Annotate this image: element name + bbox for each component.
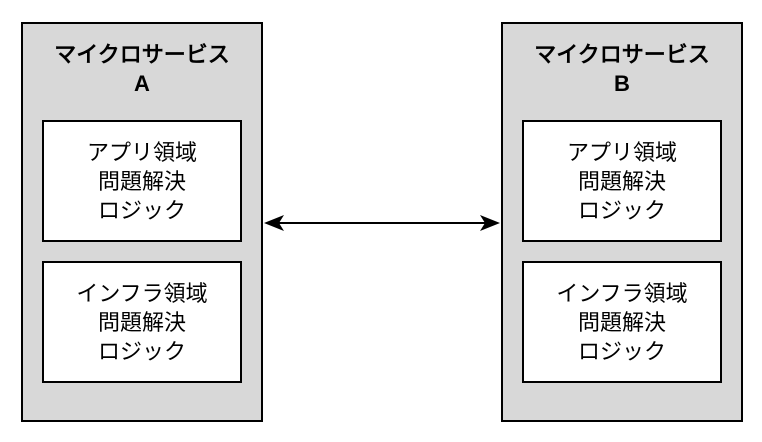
block-text-line: 問題解決 xyxy=(577,309,666,335)
arrowhead-left xyxy=(264,215,284,231)
service-a-title: マイクロサービス A xyxy=(23,40,261,98)
service-b-app-logic-block: アプリ領域 問題解決 ロジック xyxy=(522,120,722,242)
service-a-app-logic-block: アプリ領域 問題解決 ロジック xyxy=(42,120,242,242)
service-a-title-line2: A xyxy=(134,71,150,96)
service-b-infra-logic-block: インフラ領域 問題解決 ロジック xyxy=(522,261,722,383)
service-a-infra-logic-block: インフラ領域 問題解決 ロジック xyxy=(42,261,242,383)
block-text-line: 問題解決 xyxy=(97,309,186,335)
block-text-line: ロジック xyxy=(577,338,666,364)
service-b-title-line2: B xyxy=(614,71,630,96)
service-a-title-line1: マイクロサービス xyxy=(54,42,230,67)
block-text-line: ロジック xyxy=(97,197,186,223)
block-text-line: ロジック xyxy=(577,197,666,223)
service-b-title: マイクロサービス B xyxy=(503,40,741,98)
block-text-line: 問題解決 xyxy=(97,168,186,194)
block-text-line: インフラ領域 xyxy=(556,280,688,306)
block-text-line: アプリ領域 xyxy=(566,139,677,165)
service-box-b: マイクロサービス B アプリ領域 問題解決 ロジック インフラ領域 問題解決 ロ… xyxy=(501,22,743,422)
block-text-line: インフラ領域 xyxy=(76,280,208,306)
block-text-line: アプリ領域 xyxy=(86,139,197,165)
block-text-line: 問題解決 xyxy=(577,168,666,194)
bidirectional-arrow xyxy=(264,215,500,231)
arrowhead-right xyxy=(480,215,500,231)
block-text-line: ロジック xyxy=(97,338,186,364)
service-b-title-line1: マイクロサービス xyxy=(534,42,710,67)
service-box-a: マイクロサービス A アプリ領域 問題解決 ロジック インフラ領域 問題解決 ロ… xyxy=(21,22,263,422)
